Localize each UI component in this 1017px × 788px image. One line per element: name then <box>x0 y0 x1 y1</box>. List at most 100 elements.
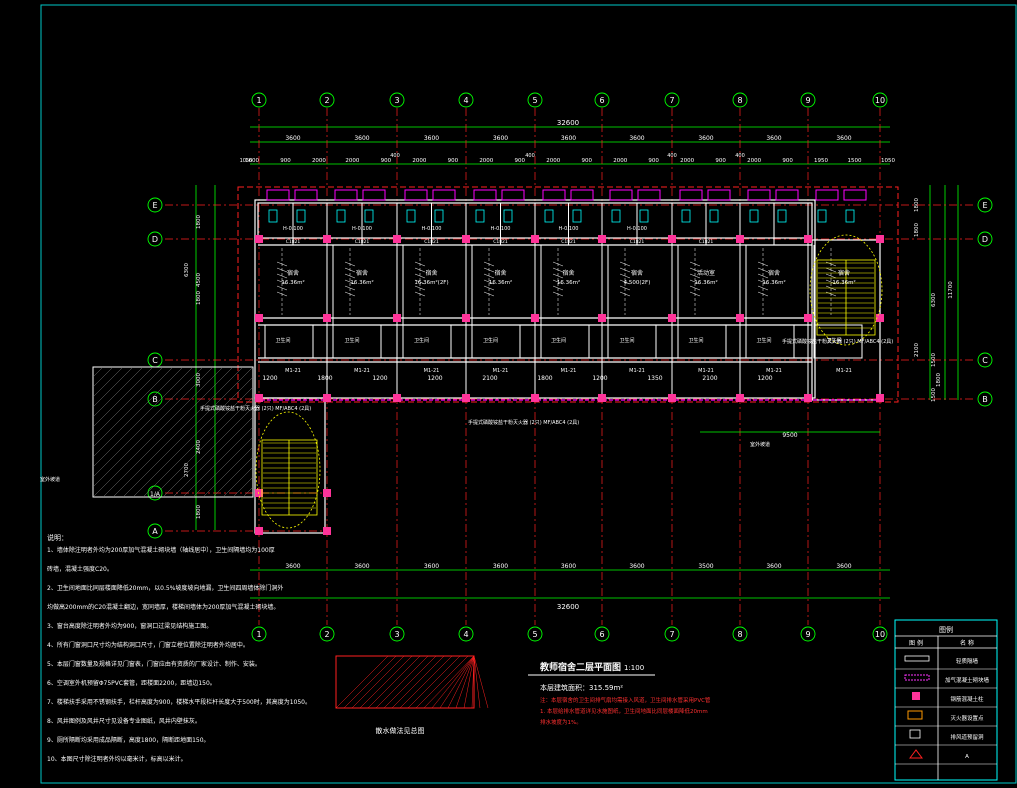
axis-number-5: 5 <box>532 96 537 105</box>
top-dim2-3: 2000 <box>345 158 359 164</box>
wardrobe-hatch <box>619 291 631 297</box>
sink-7 <box>777 209 787 223</box>
axis-number-1: 1 <box>256 96 261 105</box>
legend-row-name-5: A <box>965 754 969 760</box>
column <box>531 235 539 243</box>
column <box>462 314 470 322</box>
hatch-line <box>92 366 204 478</box>
axis-bubble-6 <box>594 92 610 108</box>
note-line-0: 1、墙体除注明者外均为200厚加气混凝土砌块墙（轴线居中），卫生间隔墙均为100… <box>47 546 275 554</box>
top-dim2-2: 2000 <box>312 158 326 164</box>
window-0 <box>266 189 290 201</box>
window-2 <box>404 189 428 201</box>
column <box>255 314 263 322</box>
column <box>736 394 744 402</box>
axis-bubble-2 <box>319 626 335 642</box>
bottom-total-dimension: 32600 <box>557 603 579 611</box>
top-callout-0: 1050 <box>240 158 253 164</box>
left-dim-7: 1800 <box>196 505 202 519</box>
axis-letter-C: C <box>152 356 158 365</box>
door-tag-7: M1-21 <box>766 368 782 374</box>
general-notes: 说明：1、墙体除注明者外均为200厚加气混凝土砌块墙（轴线居中），卫生间隔墙均为… <box>47 533 311 763</box>
hatch-label: 散水做法见总图 <box>376 726 425 735</box>
column <box>736 235 744 243</box>
legend-table: 图例 图 例 名 称 轻质隔墙加气混凝土砌块墙钢筋混凝土柱灭火器设置点排风道预留… <box>894 619 998 781</box>
axis-bubble-B <box>977 391 993 407</box>
room-area-3: 16.36m² <box>489 279 512 286</box>
top-dim-0: 3600 <box>285 135 300 142</box>
hatch-line <box>212 456 254 498</box>
legend-row-name-0: 轻质隔墙 <box>956 657 979 665</box>
axis-bubble-1 <box>251 92 267 108</box>
room-name-0: 宿舍 <box>287 269 299 277</box>
window-tag-6: C1821 <box>699 239 714 245</box>
wardrobe-hatch <box>483 291 495 297</box>
top-dim2-4: 900 <box>381 158 392 164</box>
closet-5 <box>607 324 657 359</box>
window-b-7 <box>775 189 799 201</box>
wardrobe-hatch <box>825 261 837 267</box>
column <box>323 527 331 535</box>
title-block: 教师宿舍二层平面图 1:100 本层建筑面积：315.59m² <box>528 661 655 692</box>
note-line-5: 4、所有门窗洞口尺寸均为结构洞口尺寸，门窗立樘位置除注明者外均居中。 <box>47 641 249 649</box>
axis-bubble-5 <box>527 626 543 642</box>
wardrobe-hatch <box>619 261 631 267</box>
window-b-4 <box>570 189 594 201</box>
top-dim2-11: 2000 <box>613 158 627 164</box>
window-b-3 <box>501 189 525 201</box>
hatch-line <box>391 655 445 709</box>
note-line-3: 均做高200mm的C20混凝土翻边，宽同墙厚，楼梯间墙体为200厚加气混凝土砌块… <box>47 603 279 611</box>
note-line-9: 8、风井图例及风井尺寸见设备专业图纸，风井内壁抹灰。 <box>47 717 201 725</box>
legend-col2: 名 称 <box>960 639 974 647</box>
sink-6 <box>709 209 719 223</box>
hatch-line <box>399 655 453 709</box>
axis-bubble-7 <box>664 626 680 642</box>
axis-grid-lines <box>165 108 975 625</box>
axis-bubble-3 <box>389 626 405 642</box>
room-area-8: 16.36m² <box>832 279 855 286</box>
legend-light-wall-symbol <box>904 655 930 662</box>
hatch-line <box>92 366 174 448</box>
axis-letter-B: B <box>152 395 158 404</box>
axis-bubble-4 <box>458 92 474 108</box>
axis-number-2: 2 <box>324 630 329 639</box>
axis-bubble-E <box>147 197 163 213</box>
room-name-5: 宿舍 <box>631 269 643 277</box>
bottom-dim-3: 3600 <box>493 563 508 570</box>
column <box>323 235 331 243</box>
wardrobe-hatch <box>344 267 356 273</box>
sheet-frame <box>40 4 1017 784</box>
hatch-line <box>359 655 413 709</box>
room-name-2: 宿舍 <box>425 269 437 277</box>
column <box>804 314 812 322</box>
note-line-6: 5、本层门窗数量及规格详见门窗表，门窗应由有资质的厂家设计、制作、安装。 <box>47 660 261 668</box>
closet-7 <box>745 324 795 359</box>
window-b-0 <box>294 189 318 201</box>
level-mark-1: H-0.100 <box>352 226 372 232</box>
room-labels: 宿舍16.36m²卫生间M1-21宿舍16.36m²卫生间M1-21宿舍16.3… <box>262 226 880 439</box>
bottom-dim-2: 3600 <box>424 563 439 570</box>
wardrobe-hatch <box>757 285 769 291</box>
wardrobe-hatch <box>344 273 356 279</box>
wardrobe-hatch <box>483 261 495 267</box>
column <box>531 394 539 402</box>
axis-letter-B: B <box>982 395 988 404</box>
hatch-line <box>92 366 224 498</box>
hatch-line <box>202 446 254 498</box>
column <box>393 394 401 402</box>
door-tag-6: M1-21 <box>698 368 714 374</box>
bottom-dim-6: 3500 <box>698 563 713 570</box>
wardrobe-hatch <box>757 261 769 267</box>
column <box>804 394 812 402</box>
level-mark-3: H-0.100 <box>491 226 511 232</box>
east-stair-treads <box>818 262 874 329</box>
axis-number-4: 4 <box>463 630 468 639</box>
roof-outline <box>237 186 899 403</box>
axis-bubble-6 <box>594 626 610 642</box>
top-dim2-10: 900 <box>581 158 592 164</box>
legend-row-name-2: 钢筋混凝土柱 <box>950 695 984 703</box>
axis-number-7: 7 <box>669 96 674 105</box>
red-note-1: 注：本层宿舍的卫生间排气扇均需接入风道，卫生间排水管采用PVC管 <box>540 696 711 704</box>
level-mark-2: H-0.100 <box>422 226 442 232</box>
